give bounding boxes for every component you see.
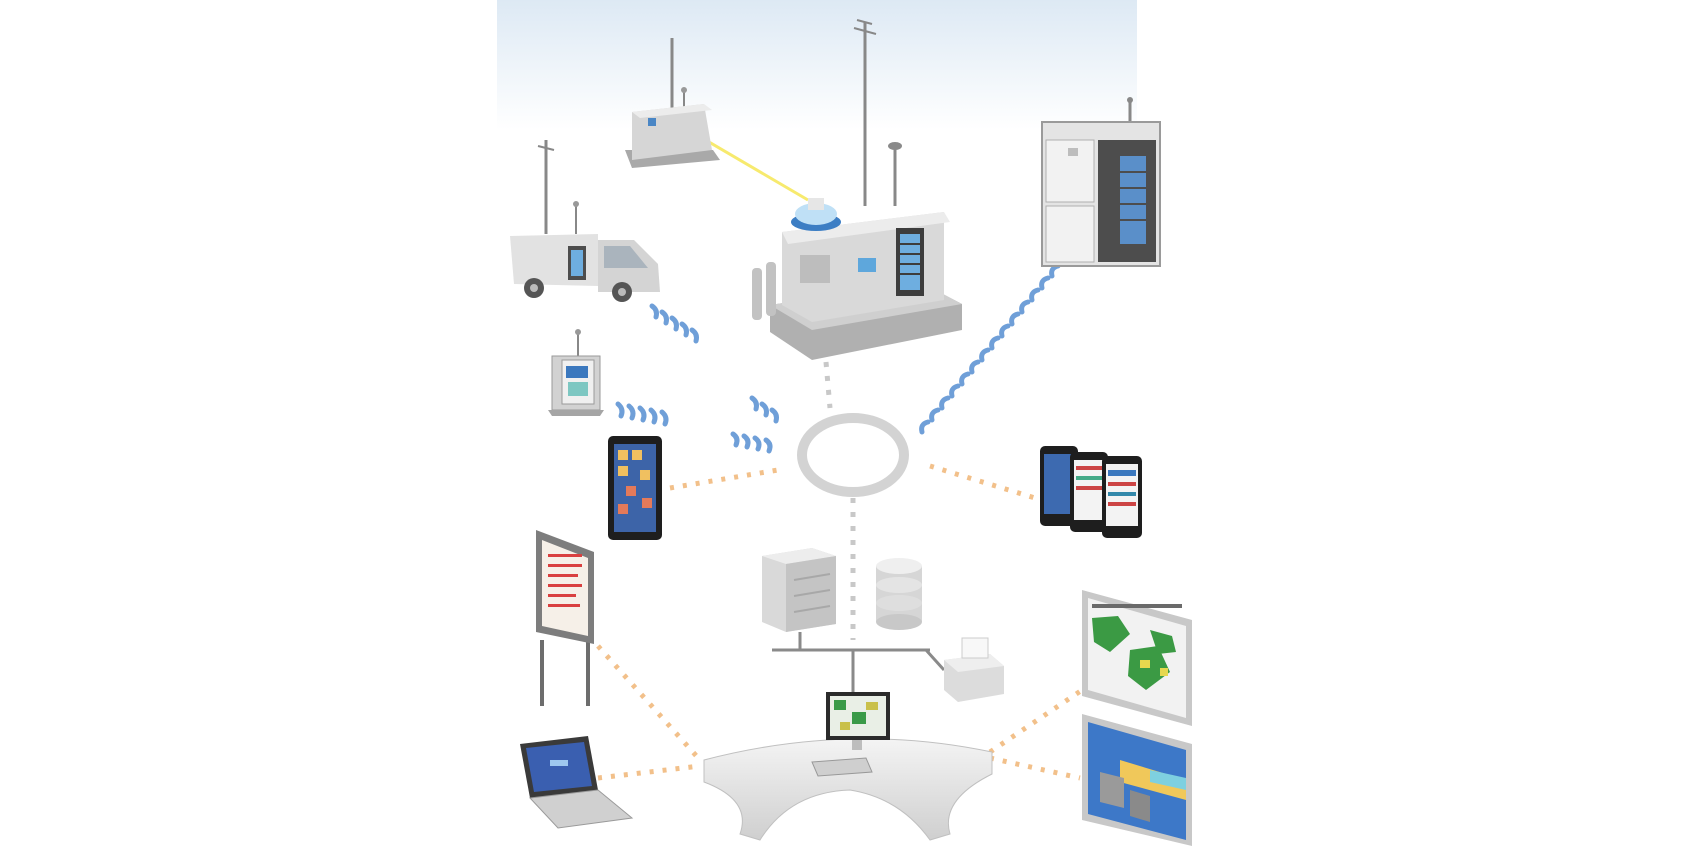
wired-link-model	[989, 755, 1081, 781]
tablet-device	[608, 436, 662, 540]
backbone-link-station	[823, 361, 833, 409]
wired-link-tablet	[669, 467, 779, 491]
gis-map-display	[1082, 590, 1192, 726]
mobile-monitoring-van	[510, 140, 660, 302]
shelter-window-icon	[648, 118, 656, 126]
compact-monitoring-kiosk	[548, 329, 604, 416]
smartphones	[1040, 446, 1142, 538]
network-bus	[772, 632, 946, 692]
operator-workstation	[703, 692, 993, 841]
wireless-link-van	[649, 303, 699, 344]
wired-link-phones	[929, 463, 1036, 501]
wired-link-laptop	[597, 763, 701, 781]
3d-model-display	[1082, 714, 1192, 846]
monitoring-shelter-small	[625, 38, 720, 168]
wireless-link-kiosk	[615, 401, 669, 427]
monitoring-station-building	[752, 19, 962, 360]
wireless-link-station	[730, 395, 779, 454]
printer	[944, 637, 1004, 702]
led-display-board	[536, 530, 594, 706]
station-monitor-icon	[858, 258, 876, 272]
wired-link-board	[596, 644, 702, 762]
laptop	[520, 736, 634, 829]
outdoor-analyzer-cabinet	[1041, 97, 1161, 267]
database	[876, 558, 922, 630]
network-hub-ring	[797, 413, 909, 497]
keyboard-icon	[811, 757, 873, 777]
sky-background	[497, 0, 1137, 130]
server-computer	[762, 548, 836, 632]
wired-link-map	[988, 685, 1087, 755]
